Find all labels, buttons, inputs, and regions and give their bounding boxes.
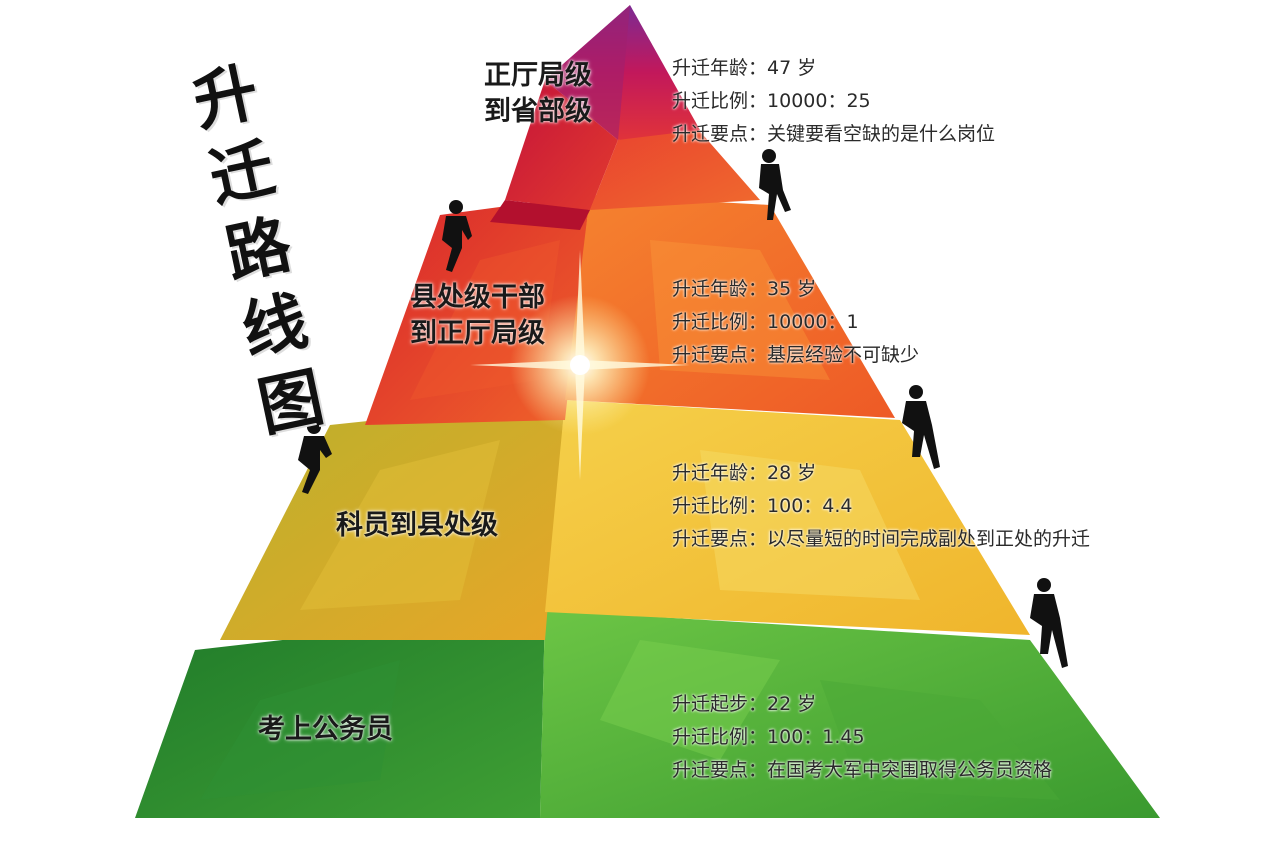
tier-1-red	[490, 80, 760, 230]
level-1-name: 正厅局级 到省部级	[484, 58, 592, 130]
info-row-key-point: 升迁要点以尽量短的时间完成副处到正处的升迁	[672, 523, 1090, 556]
info-value: 10000：25	[767, 90, 871, 112]
level-4-info: 升迁起步22 岁 升迁比例100：1.45 升迁要点在国考大军中突围取得公务员资…	[672, 688, 1052, 787]
climber-silhouette-icon	[759, 149, 791, 220]
info-label: 升迁年龄	[672, 57, 767, 79]
info-row-start: 升迁起步22 岁	[672, 688, 1052, 721]
level-2-name: 县处级干部 到正厅局级	[410, 280, 545, 352]
info-value: 以尽量短的时间完成副处到正处的升迁	[767, 528, 1091, 550]
info-value: 100：1.45	[767, 726, 865, 748]
level-3-info: 升迁年龄28 岁 升迁比例100：4.4 升迁要点以尽量短的时间完成副处到正处的…	[672, 457, 1090, 556]
info-value: 22 岁	[767, 693, 817, 715]
info-label: 升迁年龄	[672, 278, 767, 300]
level-name-line: 科员到县处级	[336, 510, 498, 541]
level-name-line: 到正厅局级	[410, 318, 545, 349]
climber-silhouette-icon	[1030, 578, 1068, 668]
info-row-ratio: 升迁比例100：1.45	[672, 721, 1052, 754]
info-row-ratio: 升迁比例10000：1	[672, 306, 919, 339]
info-value: 35 岁	[767, 278, 817, 300]
info-row-ratio: 升迁比例10000：25	[672, 85, 995, 118]
level-name-line: 正厅局级	[484, 60, 592, 91]
info-row-key-point: 升迁要点在国考大军中突围取得公务员资格	[672, 754, 1052, 787]
level-2-info: 升迁年龄35 岁 升迁比例10000：1 升迁要点基层经验不可缺少	[672, 273, 919, 372]
info-label: 升迁起步	[672, 693, 767, 715]
light-flare-icon	[470, 250, 690, 480]
info-label: 升迁比例	[672, 495, 767, 517]
info-value: 100：4.4	[767, 495, 853, 517]
info-row-age: 升迁年龄47 岁	[672, 52, 995, 85]
info-label: 升迁要点	[672, 344, 767, 366]
tier-4-green	[135, 610, 1160, 818]
level-4-name: 考上公务员	[258, 712, 393, 748]
info-label: 升迁比例	[672, 726, 767, 748]
level-name-line: 考上公务员	[258, 714, 393, 745]
info-label: 升迁要点	[672, 528, 767, 550]
climber-silhouettes	[298, 149, 1068, 668]
info-row-key-point: 升迁要点关键要看空缺的是什么岗位	[672, 118, 995, 151]
info-label: 升迁年龄	[672, 462, 767, 484]
level-name-line: 县处级干部	[410, 282, 545, 313]
info-row-age: 升迁年龄28 岁	[672, 457, 1090, 490]
climber-silhouette-icon	[442, 200, 472, 272]
info-value: 基层经验不可缺少	[767, 344, 920, 366]
info-row-age: 升迁年龄35 岁	[672, 273, 919, 306]
info-value: 28 岁	[767, 462, 817, 484]
info-label: 升迁要点	[672, 759, 767, 781]
info-value: 在国考大军中突围取得公务员资格	[767, 759, 1053, 781]
title-char: 图	[251, 359, 330, 447]
climber-silhouette-icon	[298, 420, 332, 494]
info-value: 10000：1	[767, 311, 859, 333]
info-label: 升迁比例	[672, 90, 767, 112]
tier-apex	[545, 5, 700, 140]
level-1-info: 升迁年龄47 岁 升迁比例10000：25 升迁要点关键要看空缺的是什么岗位	[672, 52, 995, 151]
tier-3-yellow	[220, 400, 1030, 640]
climber-silhouette-icon	[902, 385, 940, 469]
info-row-key-point: 升迁要点基层经验不可缺少	[672, 339, 919, 372]
level-3-name: 科员到县处级	[336, 508, 498, 544]
info-label: 升迁比例	[672, 311, 767, 333]
level-name-line: 到省部级	[484, 96, 592, 127]
info-label: 升迁要点	[672, 123, 767, 145]
info-value: 47 岁	[767, 57, 817, 79]
info-value: 关键要看空缺的是什么岗位	[767, 123, 996, 145]
info-row-ratio: 升迁比例100：4.4	[672, 490, 1090, 523]
